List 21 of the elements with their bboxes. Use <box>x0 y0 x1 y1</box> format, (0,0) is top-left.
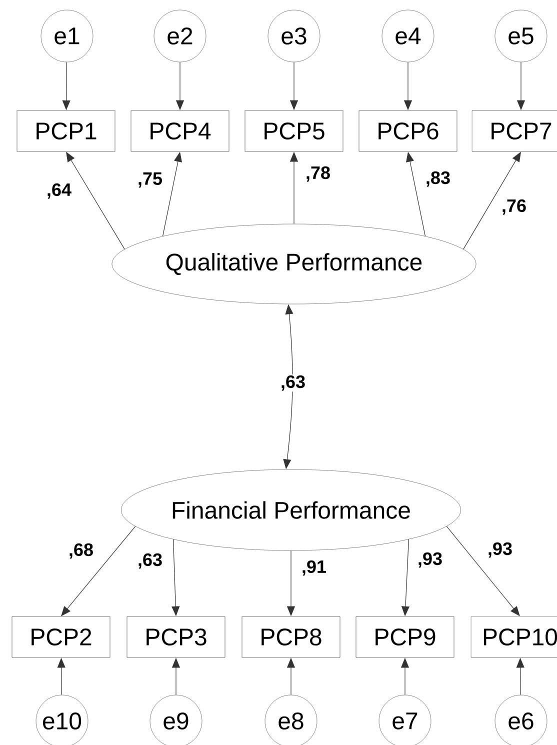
indicator-box: PCP3 <box>126 616 226 658</box>
indicator-box: PCP4 <box>130 110 230 152</box>
edge-label: ,91 <box>300 559 328 577</box>
indicator-box: PCP8 <box>242 616 340 658</box>
indicator-box: PCP6 <box>358 110 458 152</box>
indicator-box: PCP10 <box>470 616 557 658</box>
indicator-box: PCP9 <box>356 616 454 658</box>
indicator-box: PCP5 <box>244 110 344 152</box>
edge-label: ,64 <box>46 182 72 200</box>
edge-label: ,76 <box>500 198 528 216</box>
edge-label: ,75 <box>136 171 164 189</box>
edge-label: ,93 <box>486 541 514 559</box>
edge-label: ,78 <box>304 165 332 183</box>
edge-label: ,63 <box>136 552 164 570</box>
indicator-box: PCP1 <box>16 110 116 152</box>
edge-label: ,83 <box>424 170 452 188</box>
edge-label: ,93 <box>416 551 444 569</box>
edge-label: ,68 <box>68 542 94 560</box>
indicator-box: PCP7 <box>472 110 557 152</box>
indicator-box: PCP2 <box>12 616 110 658</box>
edge-label: ,63 <box>279 374 306 392</box>
